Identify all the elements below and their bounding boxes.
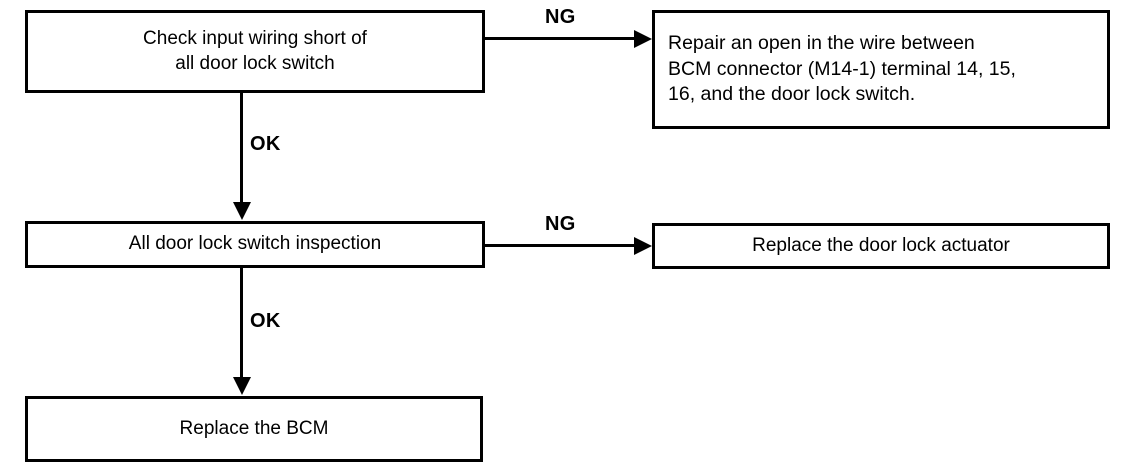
node-all-door-lock-inspection: All door lock switch inspection (25, 221, 485, 268)
arrowhead-right-ng-1-icon (634, 29, 652, 48)
node-replace-bcm: Replace the BCM (25, 396, 483, 462)
node-repair-open-wire: Repair an open in the wire between BCM c… (652, 10, 1110, 129)
node-replace-bcm-label: Replace the BCM (179, 417, 329, 439)
node-all-door-lock-inspection-label: All door lock switch inspection (128, 233, 382, 255)
connector-ok-1-line (240, 93, 243, 203)
node-check-input-wiring-label: Check input wiring short of all door loc… (143, 27, 367, 74)
arrowhead-down-ok-2-icon (232, 377, 251, 395)
node-replace-actuator-label: Replace the door lock actuator (752, 234, 1010, 256)
connector-ok-2-line (240, 268, 243, 378)
edge-label-ng-2: NG (545, 213, 576, 235)
arrowhead-right-ng-2-icon (634, 236, 652, 255)
node-repair-open-wire-label: Repair an open in the wire between BCM c… (668, 32, 1016, 106)
arrowhead-down-ok-1-icon (232, 202, 251, 220)
connector-ng-1-line (485, 37, 637, 40)
edge-label-ng-1: NG (545, 6, 576, 28)
connector-ng-2-line (485, 244, 637, 247)
node-replace-actuator: Replace the door lock actuator (652, 223, 1110, 269)
edge-label-ok-2: OK (250, 310, 281, 332)
edge-label-ok-1: OK (250, 133, 281, 155)
node-check-input-wiring: Check input wiring short of all door loc… (25, 10, 485, 93)
